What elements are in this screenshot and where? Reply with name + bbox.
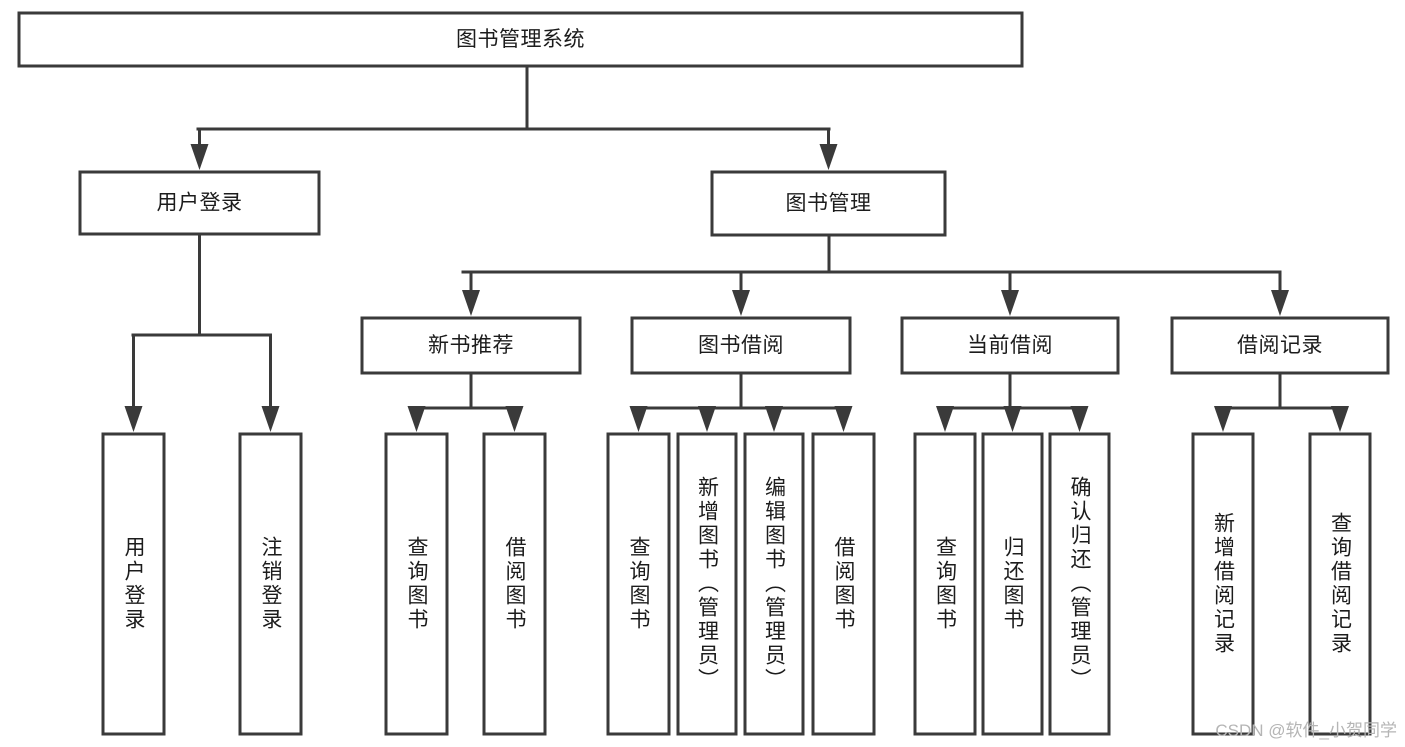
arrow-head-icon — [732, 290, 750, 316]
node-box-leaf-borrow-book-2[interactable] — [811, 432, 876, 736]
arrow-head-icon — [819, 144, 838, 170]
arrow-head-icon — [834, 406, 853, 432]
node-label-book-borrow: 图书借阅 — [698, 334, 784, 357]
node-box-leaf-query-book-2[interactable] — [606, 432, 671, 736]
node-box-leaf-query-record[interactable] — [1308, 432, 1372, 736]
node-box-leaf-query-book-3[interactable] — [913, 432, 977, 736]
node-box-leaf-confirm-return[interactable] — [1048, 432, 1111, 736]
node-box-borrow-record[interactable] — [1170, 316, 1390, 375]
node-box-leaf-add-book[interactable] — [676, 432, 738, 736]
arrow-head-icon — [1214, 406, 1232, 432]
node-box-root[interactable] — [17, 11, 1024, 68]
arrow-head-icon — [1331, 406, 1349, 432]
arrow-head-icon — [1271, 290, 1289, 316]
node-label-new-book-recommend: 新书推荐 — [428, 334, 514, 357]
node-box-leaf-edit-book[interactable] — [743, 432, 805, 736]
arrow-head-icon — [765, 406, 783, 432]
node-box-leaf-user-logout[interactable] — [238, 432, 303, 736]
node-box-current-borrow[interactable] — [900, 316, 1120, 375]
node-box-leaf-borrow-book-1[interactable] — [482, 432, 547, 736]
arrow-head-icon — [1001, 290, 1019, 316]
node-label-current-borrow: 当前借阅 — [967, 334, 1053, 357]
connector-lines — [124, 64, 1349, 432]
node-label-book-manage: 图书管理 — [786, 192, 872, 215]
arrow-head-icon — [629, 406, 648, 432]
node-box-book-borrow[interactable] — [630, 316, 852, 375]
arrow-head-icon — [462, 290, 480, 316]
arrow-head-icon — [936, 406, 954, 432]
arrow-head-icon — [261, 406, 280, 432]
node-box-leaf-user-login[interactable] — [101, 432, 166, 736]
node-box-leaf-add-record[interactable] — [1191, 432, 1255, 736]
arrow-head-icon — [505, 406, 524, 432]
arrow-head-icon — [1070, 406, 1089, 432]
node-label-borrow-record: 借阅记录 — [1237, 334, 1323, 357]
arrow-head-icon — [698, 406, 716, 432]
node-label-user-login: 用户登录 — [157, 192, 243, 215]
arrow-head-icon — [124, 406, 143, 432]
node-box-leaf-query-book-1[interactable] — [384, 432, 449, 736]
node-box-book-manage[interactable] — [710, 170, 947, 237]
node-box-new-book-recommend[interactable] — [360, 316, 582, 375]
node-label-root: 图书管理系统 — [456, 28, 585, 51]
node-boxes — [17, 11, 1390, 736]
node-box-user-login[interactable] — [78, 170, 321, 236]
node-box-leaf-return-book[interactable] — [981, 432, 1044, 736]
arrow-head-icon — [190, 144, 209, 170]
arrow-head-icon — [1003, 406, 1022, 432]
arrow-head-icon — [407, 406, 426, 432]
